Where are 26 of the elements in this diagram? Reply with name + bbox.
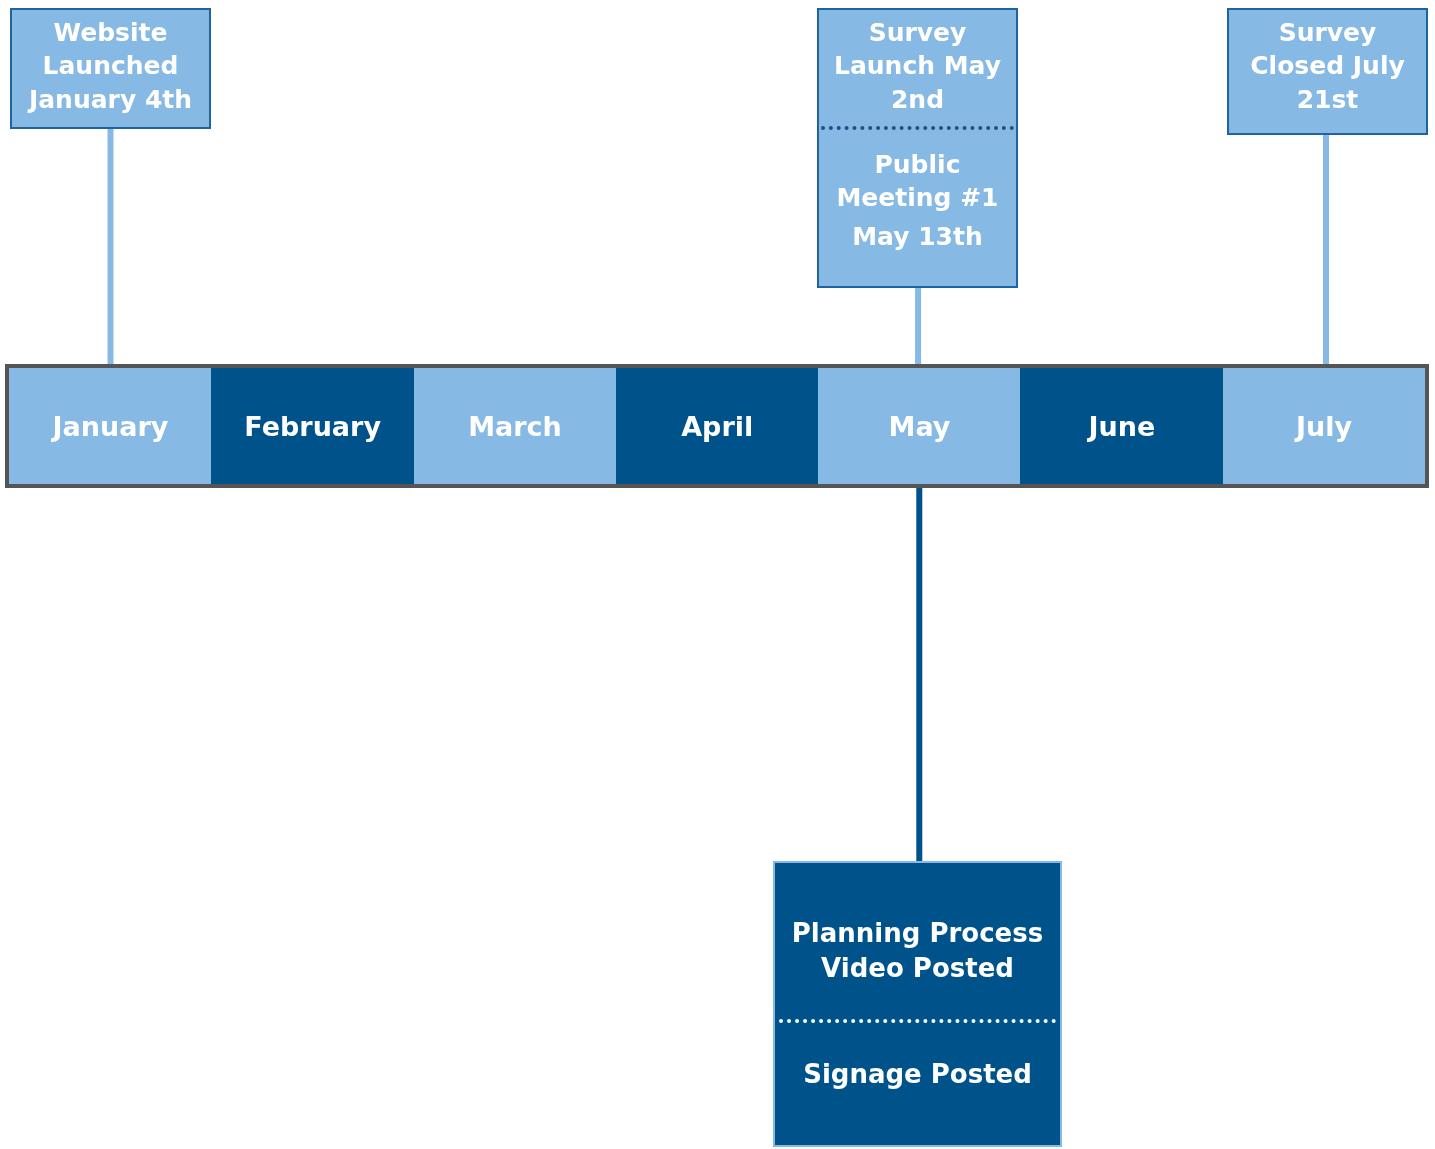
event-text: Website Launched January 4th: [26, 17, 194, 116]
month-label: February: [244, 410, 381, 442]
month-segment: [211, 368, 415, 484]
month-segment: [615, 368, 819, 484]
month-label: March: [468, 410, 562, 442]
event-text: Public Meeting #1: [821, 125, 1014, 215]
month-label: June: [1088, 410, 1156, 442]
month-segment: [9, 368, 212, 484]
month-label: July: [1296, 410, 1353, 442]
event-text: Signage Posted: [779, 1019, 1056, 1092]
event-box: [817, 8, 1018, 288]
month-segment: [1222, 368, 1426, 484]
event-box: [10, 8, 211, 129]
event-box: [1227, 8, 1428, 135]
month-label: April: [681, 410, 754, 442]
month-label: January: [52, 410, 169, 442]
event-text: Survey Launch May 2nd: [833, 17, 1002, 116]
month-segment: [1020, 368, 1224, 484]
month-label: May: [888, 410, 951, 442]
month-segment: [413, 368, 617, 484]
event-text: May 13th: [851, 221, 984, 254]
event-text: Survey Closed July 21st: [1249, 17, 1406, 116]
event-box: [773, 861, 1062, 1147]
month-segment: [818, 368, 1021, 484]
event-text: Planning Process Video Posted: [790, 917, 1045, 985]
timeline-bar: [5, 364, 1429, 488]
